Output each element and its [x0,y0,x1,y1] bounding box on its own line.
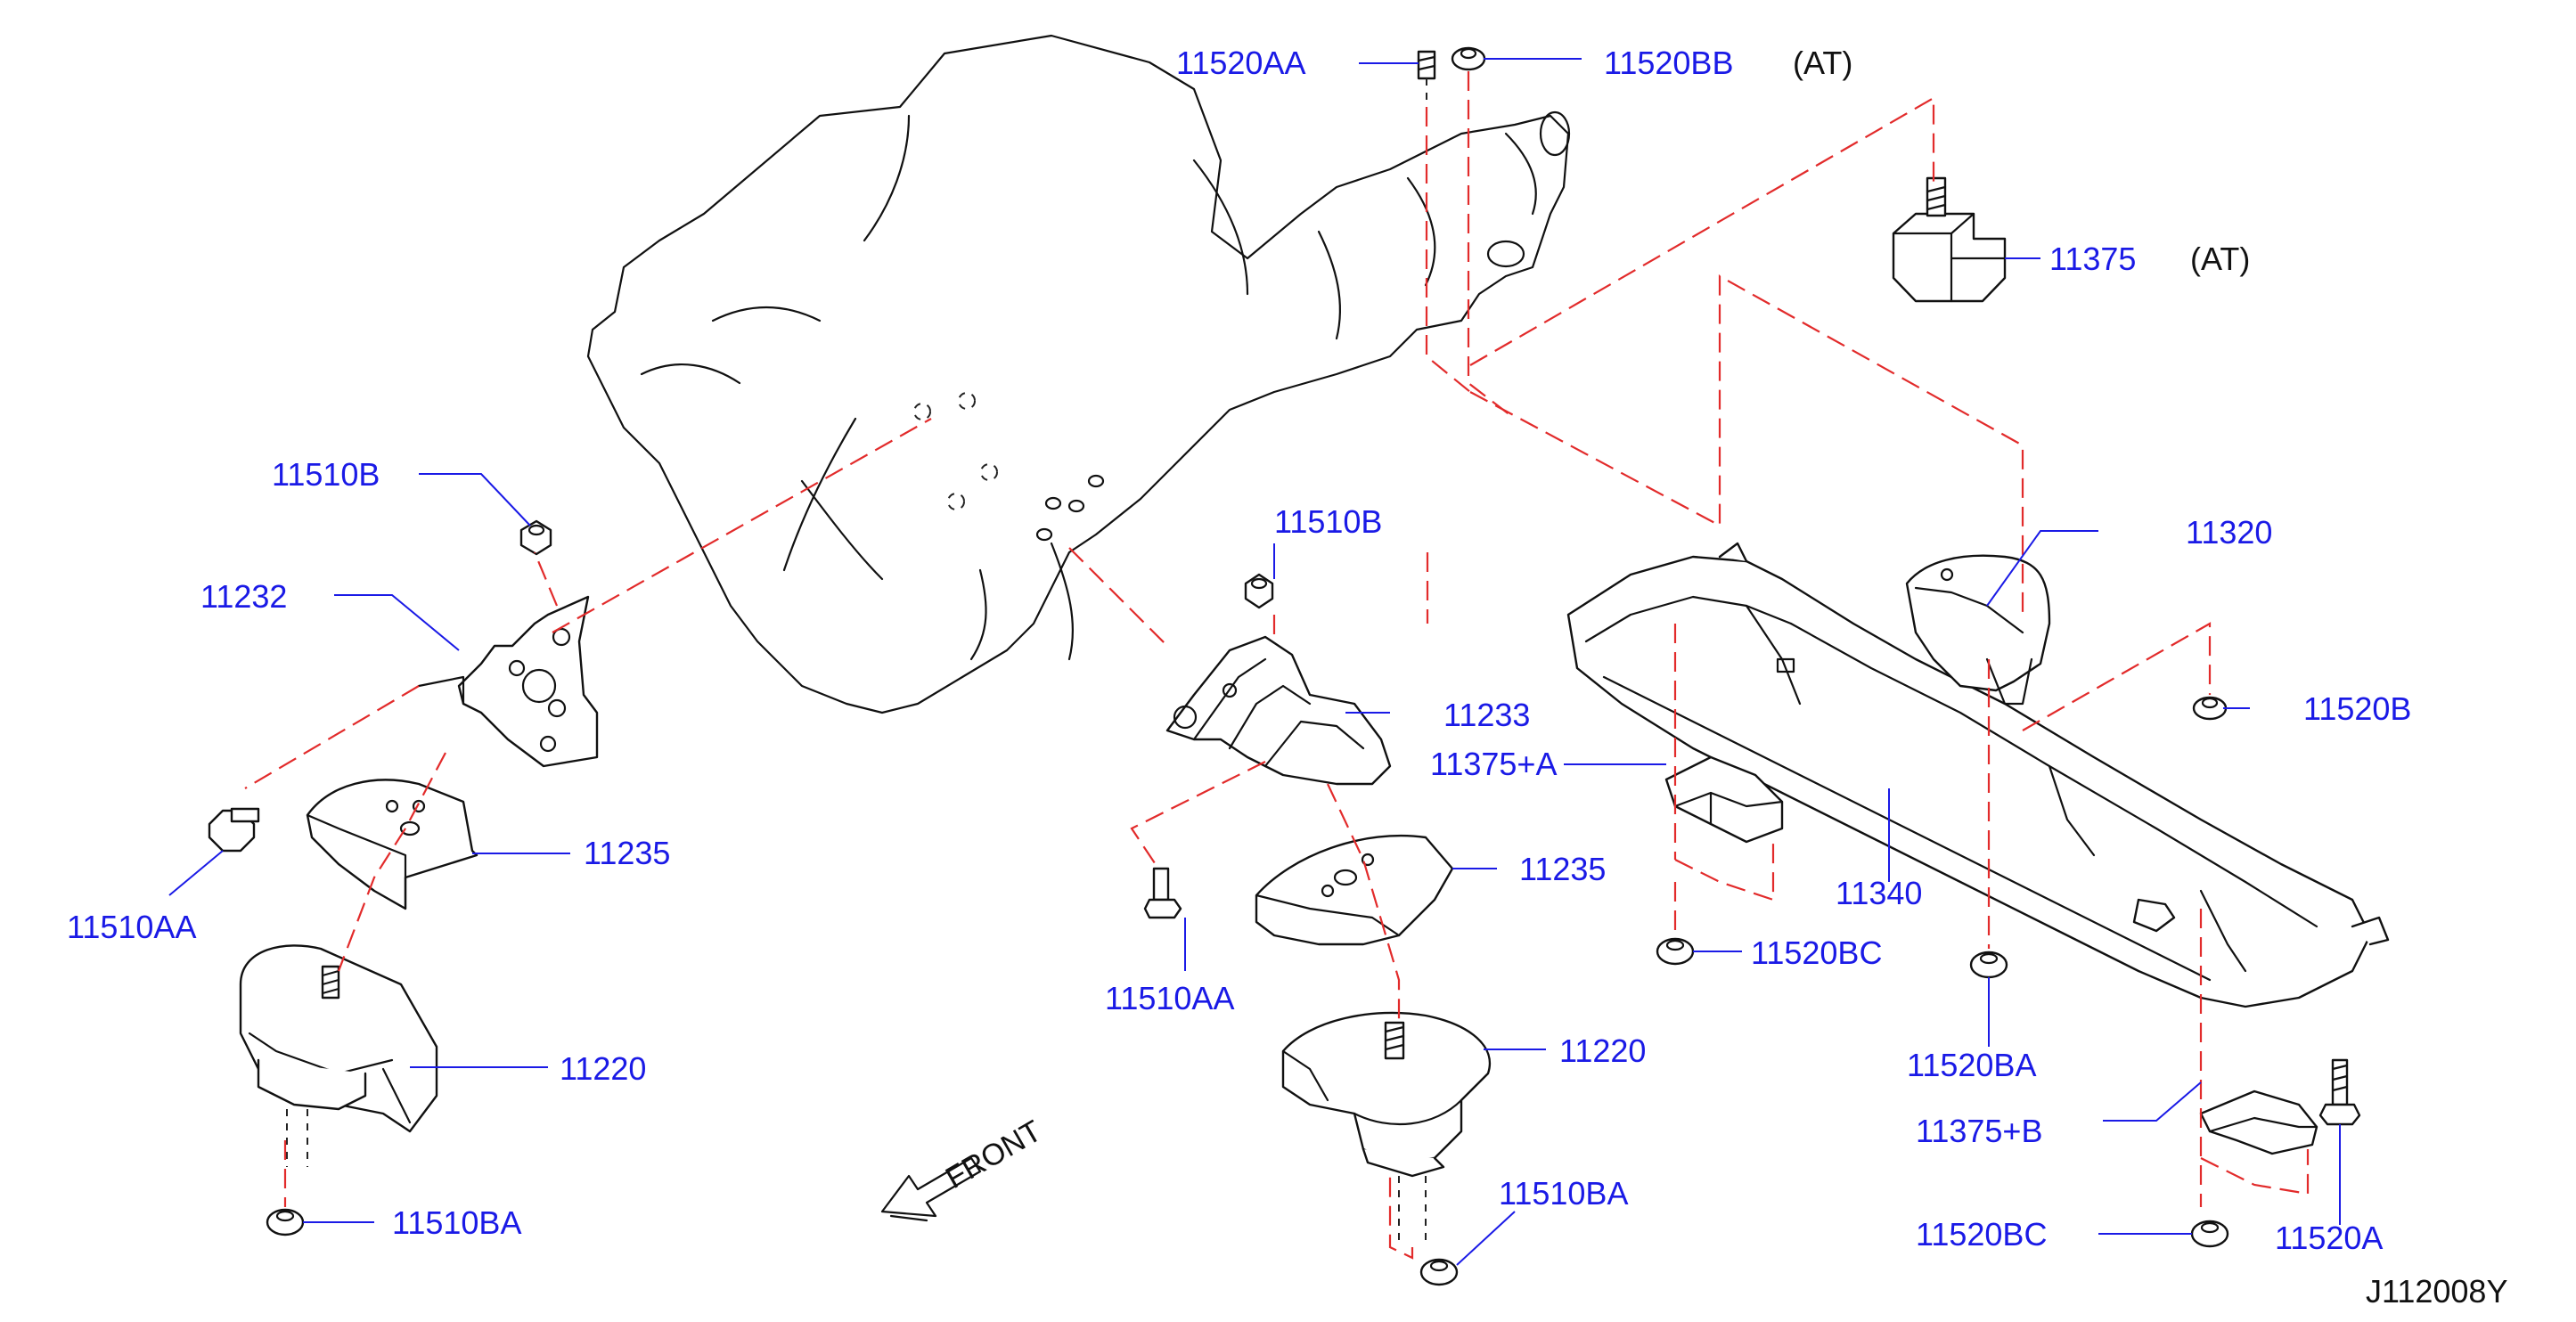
label-11320: 11320 [2186,514,2272,551]
label-11235-left: 11235 [584,835,670,871]
at-mount-11375 [1892,176,2007,303]
label-11510ba-mid: 11510BA [1499,1175,1628,1212]
reference-code: J112008Y [2366,1273,2507,1310]
label-11220-left: 11220 [560,1050,646,1087]
label-11510aa-mid: 11510AA [1105,980,1234,1016]
insulator-11235-left [306,779,478,910]
label-11520bb: 11520BB [1604,45,1733,81]
label-11340: 11340 [1836,875,1922,911]
label-11520ba: 11520BA [1907,1047,2036,1083]
label-11520bc-bottom: 11520BC [1916,1216,2047,1253]
leader-lines [168,58,2341,1266]
label-11520b: 11520B [2303,690,2411,727]
label-11520a: 11520A [2275,1220,2383,1256]
label-11510b-mid: 11510B [1274,503,1382,540]
label-11375: 11375 [2049,241,2136,277]
engine-mount-11220-left [239,944,438,1167]
label-11375a: 11375+A [1430,746,1557,782]
front-arrow-icon [880,1156,982,1222]
mount-11320 [1905,554,2051,706]
label-at-mid: (AT) [2190,241,2250,277]
assembly-dash-lines [244,71,2310,1260]
engine-mount-11220-center [1281,1011,1491,1243]
insulator-11375b [2199,1089,2318,1155]
label-11510aa-left: 11510AA [67,909,196,945]
bracket-11232 [417,595,599,768]
insulator-11235-center [1255,834,1454,946]
label-11375b: 11375+B [1916,1113,2042,1149]
label-11233: 11233 [1443,697,1530,733]
label-11510ba-left: 11510BA [392,1204,521,1241]
fasteners [208,46,2361,1286]
label-11220-center: 11220 [1559,1032,1646,1069]
insulator-11375a [1664,755,1784,844]
label-11510b-left: 11510B [272,456,380,493]
bracket-11233 [1165,635,1392,786]
part-labels: 11520AA 11520BB (AT) 11375 (AT) 11510B 1… [67,45,2507,1310]
label-11235-center: 11235 [1519,851,1606,887]
label-11232: 11232 [200,578,287,615]
label-at-top: (AT) [1793,45,1852,81]
label-11520bc-top: 11520BC [1751,934,1882,971]
engine-transmission-outline [586,34,1571,714]
crossmember-11340 [1566,542,2390,1008]
label-11520aa: 11520AA [1176,45,1305,81]
label-front: FRONT [940,1114,1047,1195]
